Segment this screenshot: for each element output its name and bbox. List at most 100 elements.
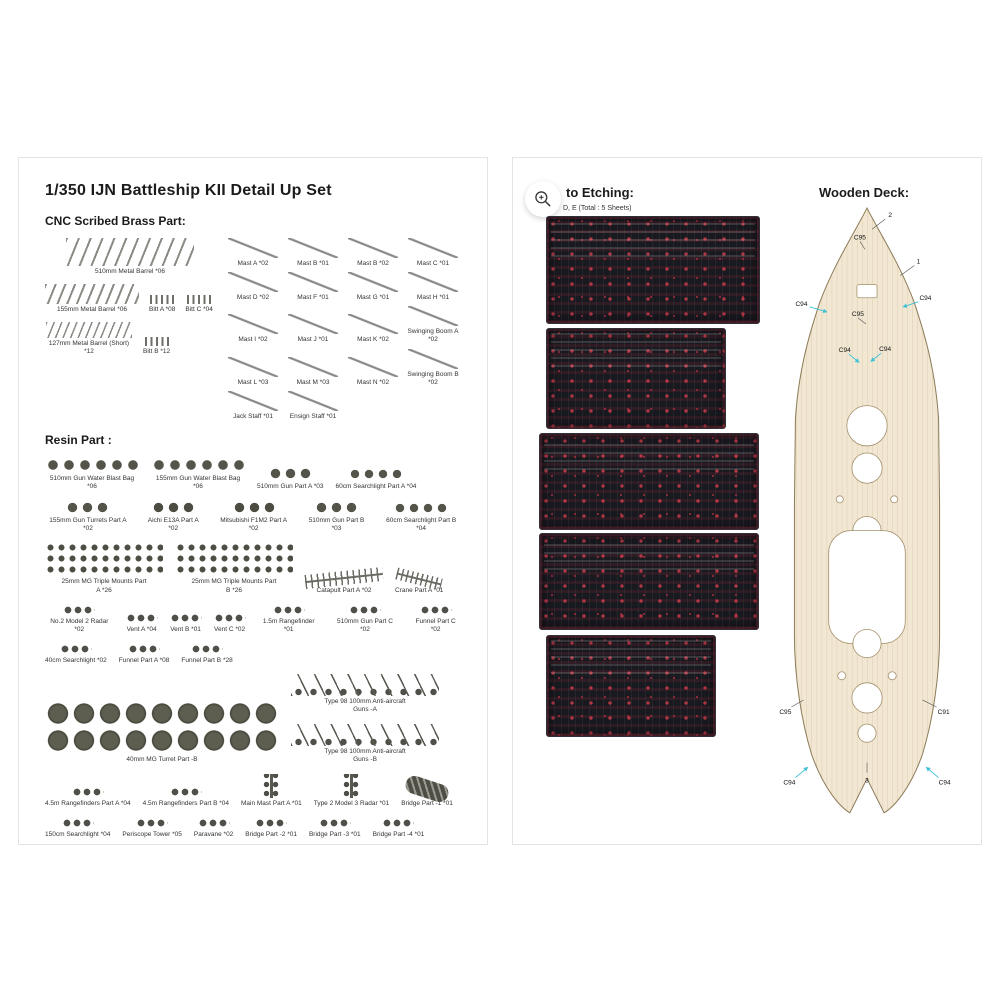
- mast-icon: [288, 356, 338, 377]
- resin-row: 40cm Searchlight *02 Funnel Part A *08 F…: [45, 642, 461, 665]
- part-label: Mast B *02: [357, 260, 389, 267]
- part-label: 510mm Metal Barrel *06: [94, 268, 166, 275]
- part-item: 510mm Metal Barrel *06: [45, 238, 215, 276]
- part-item: Bitt B *12: [143, 337, 170, 356]
- part-item: 150cm Searchlight *04: [45, 816, 111, 839]
- part-label: 4.5m Rangefinders Part B *04: [142, 799, 229, 807]
- aa-gun-icon: [291, 724, 439, 747]
- part-item: Mast I *02: [225, 314, 281, 344]
- photo-etch-sheet-3: [539, 433, 759, 530]
- part-item: 510mm Gun Part C *02: [332, 603, 398, 634]
- part-label: 40cm Searchlight *02: [45, 656, 107, 664]
- part-label: Mast A *02: [237, 260, 269, 267]
- photo-etch-sheet-4: [539, 533, 759, 630]
- part-item: 4.5m Rangefinders Part B *04: [142, 785, 229, 808]
- part-item: Main Mast Part A *01: [241, 773, 302, 808]
- part-label: Mast G *01: [356, 294, 390, 302]
- mast-icon: [348, 272, 398, 293]
- part-item: Mast D *02: [225, 272, 281, 302]
- resin-part-icon: [213, 611, 246, 624]
- resin-part-icon: [255, 816, 288, 829]
- mast-icon: [408, 348, 458, 369]
- part-label: 155mm Gun Water Blast Bag *06: [155, 474, 241, 490]
- resin-part-icon: [191, 642, 224, 655]
- part-item: Mast C *01: [405, 238, 461, 268]
- part-label: Bitt B *12: [143, 348, 171, 356]
- mast-icon: [288, 272, 338, 293]
- zoom-icon[interactable]: [525, 181, 561, 217]
- resin-row: 155mm Gun Turrets Part A *02 Aichi E13A …: [45, 500, 461, 533]
- mast-icon: [228, 390, 278, 411]
- deck-label: C94: [919, 295, 931, 302]
- resin-part-icon: [342, 773, 361, 798]
- part-label: Mast M *03: [296, 378, 330, 386]
- part-item: Mast F *01: [285, 272, 341, 302]
- resin-part-icon: [65, 500, 111, 516]
- part-item: Bridge Part -4 *01: [372, 816, 425, 839]
- mast-icon: [408, 272, 458, 293]
- deck-label: 2: [888, 212, 892, 219]
- mast-icon: [348, 314, 398, 335]
- part-item: No.2 Model 2 Radar *02: [45, 603, 114, 634]
- resin-turret-row: 40mm MG Turret Part -B Type 98 100mm Ant…: [45, 674, 461, 765]
- part-label: Bitt A *08: [149, 306, 176, 314]
- metal-barrel-icon: [46, 322, 132, 339]
- part-label: Mast C *01: [416, 260, 450, 267]
- part-item: 40cm Searchlight *02: [45, 642, 107, 665]
- part-label: Type 98 100mm Anti-aircraft Guns -A: [324, 698, 406, 714]
- part-item: Mast K *02: [345, 314, 401, 344]
- mast-icon: [348, 238, 398, 258]
- part-item: 40mm MG Turret Part -B: [45, 700, 279, 764]
- part-item: Funnel Part A *08: [118, 642, 170, 665]
- photo-etch-sheet-5: [546, 635, 716, 737]
- deck-cutouts: [828, 284, 906, 743]
- resin-row: No.2 Model 2 Radar *02 Vent A *04 Vent B…: [45, 603, 461, 634]
- part-label: Funnel Part A *08: [118, 656, 170, 664]
- resin-part-icon: [71, 785, 104, 798]
- part-label: Mast J *01: [297, 336, 329, 344]
- metal-barrel-icon: [45, 284, 139, 305]
- part-label: Mast I *02: [238, 336, 268, 344]
- part-item: Periscope Tower *05: [122, 816, 182, 839]
- part-label: 25mm MG Triple Mounts Part A *26: [61, 578, 147, 594]
- resin-part-icon: [59, 642, 92, 655]
- part-item: Swinging Boom B *02: [405, 348, 461, 387]
- resin-section: Resin Part : 510mm Gun Water Blast Bag *…: [45, 433, 461, 844]
- part-item: Paravane *02: [194, 816, 233, 839]
- page-title: 1/350 IJN Battleship KII Detail Up Set: [45, 182, 332, 199]
- part-item: Mast A *02: [225, 238, 281, 268]
- deck-label: C94: [839, 347, 851, 354]
- part-item: Aichi E13A Part A *02: [143, 500, 204, 533]
- deck-label: C94: [795, 301, 807, 308]
- part-label: Mitsubishi F1M2 Part A *02: [220, 517, 288, 533]
- mast-icon: [228, 314, 278, 335]
- deck-label: C95: [852, 311, 864, 318]
- part-label: Bridge Part -1 *01: [401, 799, 453, 807]
- part-label: Bridge Part -2 *01: [245, 830, 297, 838]
- resin-part-icon: [169, 785, 202, 798]
- part-label: No.2 Model 2 Radar *02: [50, 617, 109, 633]
- part-item: Vent C *02: [213, 611, 246, 634]
- wooden-deck-heading: Wooden Deck:: [819, 185, 910, 200]
- part-item: 510mm Gun Part B *03: [304, 500, 370, 533]
- deck-label: C94: [879, 346, 891, 353]
- mast-icon: [228, 356, 278, 377]
- part-label: 155mm Gun Turrets Part A *02: [49, 517, 127, 533]
- part-item: Bridge Part -2 *01: [245, 816, 297, 839]
- part-label: Mast K *02: [357, 336, 389, 344]
- mast-icon: [348, 356, 398, 377]
- part-item: Vent B *01: [169, 611, 202, 634]
- resin-part-icon: [314, 500, 360, 516]
- part-item: 25mm MG Triple Mounts Part A *26: [45, 542, 163, 594]
- part-item: Crane Part A *01: [395, 567, 443, 595]
- part-label: Mast D *02: [236, 294, 270, 302]
- part-label: 510mm Gun Part A *03: [257, 483, 324, 490]
- part-item: 4.5m Rangefinders Part A *04: [45, 785, 131, 808]
- barrel-row: 127mm Metal Barrel (Short) *12 Bitt B *1…: [45, 322, 215, 356]
- part-label: Bridge Part -4 *01: [372, 830, 425, 838]
- part-label: Ensign Staff *01: [289, 412, 337, 420]
- part-label: 150cm Searchlight *04: [45, 830, 111, 838]
- mast-icon: [408, 238, 458, 258]
- resin-row: 510mm Gun Water Blast Bag *06 155mm Gun …: [45, 456, 461, 491]
- part-label: Mast L *03: [237, 378, 269, 386]
